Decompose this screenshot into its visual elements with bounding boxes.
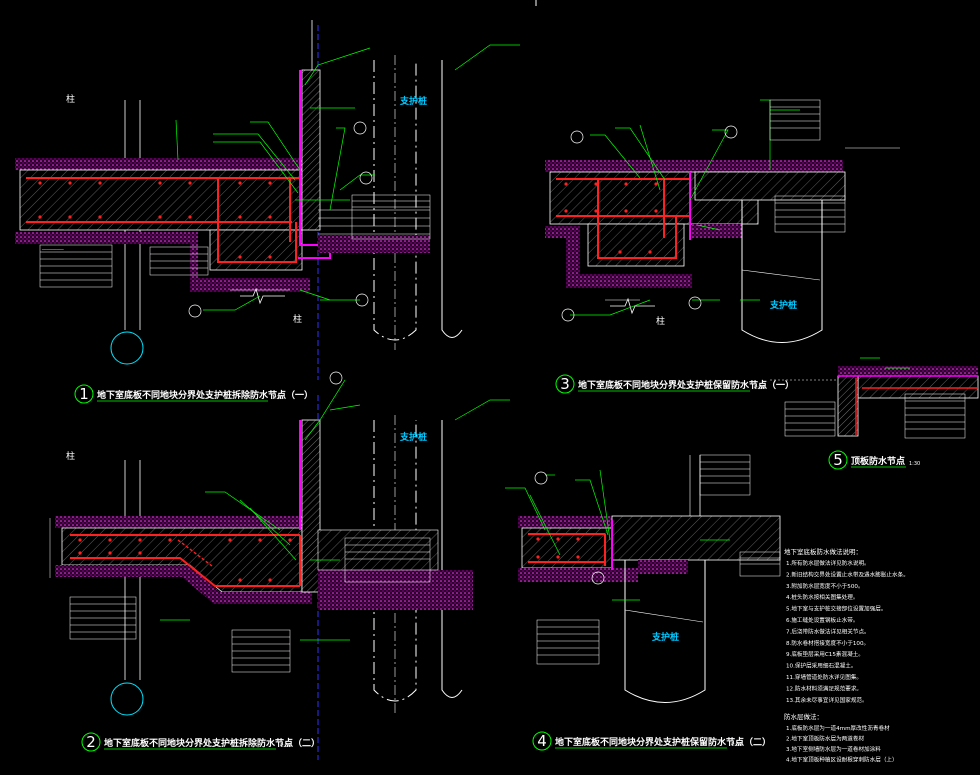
detail-1-small-marks: 柱 柱 支护桩 ───────── bbox=[41, 93, 427, 365]
notes-sub-item: 3.地下室侧墙防水层为一道卷材加涂料 bbox=[786, 745, 881, 753]
notes-item: 3.附加防水层宽度不小于500。 bbox=[786, 582, 864, 590]
detail-3-number: 3 bbox=[560, 375, 570, 393]
detail-2-title: 地下室底板不同地块分界处支护桩拆除防水节点（二） bbox=[104, 737, 320, 749]
detail-1-number: 1 bbox=[79, 385, 89, 403]
detail-5-title: 顶板防水节点 bbox=[851, 455, 905, 467]
notes-item: 4.桩头防水按相关图集处理。 bbox=[786, 593, 858, 601]
detail-2-column-label: 柱 bbox=[66, 450, 75, 462]
detail-4-title: 地下室底板不同地块分界处支护桩保留防水节点（二） bbox=[555, 736, 771, 748]
detail-5-number: 5 bbox=[833, 451, 843, 469]
detail-5-section bbox=[770, 357, 979, 437]
detail-2-leaders bbox=[160, 379, 510, 641]
notes-item: 7.后浇带防水做法详见相关节点。 bbox=[786, 627, 870, 635]
notes-item: 6.施工缝处设置钢板止水带。 bbox=[786, 616, 858, 624]
detail-1-title: 地下室底板不同地块分界处支护桩拆除防水节点（一） bbox=[97, 389, 313, 401]
detail-1-callout-tables bbox=[39, 194, 431, 288]
detail-3-leaders bbox=[570, 99, 800, 316]
svg-text:─────────: ───────── bbox=[41, 247, 64, 252]
detail-1-column-label-bottom: 柱 bbox=[293, 313, 302, 325]
detail-1-leaders bbox=[175, 44, 520, 311]
detail-3-title: 地下室底板不同地块分界处支护桩保留防水节点（一） bbox=[578, 379, 794, 391]
detail-1-scale: 1:30 bbox=[272, 395, 283, 401]
notes-heading: 地下室底板防水做法说明： bbox=[784, 547, 862, 556]
detail-2-number: 2 bbox=[86, 733, 96, 751]
detail-1-section bbox=[15, 20, 463, 380]
notes-sub-heading: 防水层做法： bbox=[784, 712, 823, 721]
detail-2-small-marks: 柱 支护桩 bbox=[66, 371, 427, 716]
detail-2-section bbox=[49, 395, 473, 760]
detail-3-section bbox=[545, 160, 846, 343]
notes-item: 10.保护层采用细石混凝土。 bbox=[786, 662, 856, 670]
detail-1-pile-label: 支护桩 bbox=[399, 95, 427, 107]
notes-sub-item: 1.底板防水层为一道4mm厚改性沥青卷材 bbox=[786, 724, 890, 732]
detail-3-callout-tables bbox=[769, 99, 900, 233]
notes-item: 8.防水卷材搭接宽度不小于100。 bbox=[786, 639, 869, 647]
detail-3-scale: 1:30 bbox=[754, 385, 765, 391]
detail-3-pile-label: 支护桩 bbox=[769, 299, 797, 311]
detail-5-callout-tables bbox=[784, 393, 966, 439]
notes-sub-item: 2.地下室顶板防水层为两道卷材 bbox=[786, 735, 864, 743]
detail-4-scale: 1:30 bbox=[731, 742, 742, 748]
notes-item: 9.底板垫层采用C15素混凝土。 bbox=[786, 650, 864, 658]
detail-2-pile-label: 支护桩 bbox=[399, 431, 427, 443]
notes-item: 1.所有防水层做法详见防水说明。 bbox=[786, 559, 870, 567]
detail-2-callout-tables bbox=[69, 537, 431, 673]
detail-4-section bbox=[518, 455, 781, 703]
detail-3-small-marks: 柱 支护桩 bbox=[561, 125, 797, 327]
detail-1-column-label: 柱 bbox=[66, 93, 75, 105]
detail-4-small-marks: 支护桩 bbox=[534, 471, 679, 643]
notes-sub-item: 4.地下室顶板种植区设耐根穿刺防水层（上） bbox=[786, 756, 898, 764]
title-detail-2: 2 地下室底板不同地块分界处支护桩拆除防水节点（二） 1:30 bbox=[81, 732, 320, 752]
title-detail-5: 5 顶板防水节点 1:30 bbox=[828, 450, 920, 470]
title-detail-3: 3 地下室底板不同地块分界处支护桩保留防水节点（一） 1:30 bbox=[555, 374, 794, 394]
detail-4-pile-label: 支护桩 bbox=[651, 631, 679, 643]
detail-4-leaders bbox=[505, 469, 730, 601]
notes-item: 2.新旧结构交界处设置止水带及遇水膨胀止水条。 bbox=[786, 570, 909, 578]
detail-3-column-label: 柱 bbox=[656, 315, 665, 327]
detail-4-number: 4 bbox=[537, 732, 547, 750]
detail-5-scale: 1:30 bbox=[909, 461, 920, 467]
detail-4-callout-tables bbox=[536, 454, 781, 665]
notes-item: 12.防水材料须满足规范要求。 bbox=[786, 684, 862, 692]
title-detail-4: 4 地下室底板不同地块分界处支护桩保留防水节点（二） 1:30 bbox=[532, 731, 771, 751]
notes-item: 11.穿墙管道处防水详见图集。 bbox=[786, 673, 862, 681]
title-detail-1: 1 地下室底板不同地块分界处支护桩拆除防水节点（一） 1:30 bbox=[74, 384, 313, 404]
notes-item: 13.其余未尽事宜详见国家规范。 bbox=[786, 696, 868, 704]
notes-item: 5.地下室与支护桩交接部位设置加强层。 bbox=[786, 605, 886, 613]
detail-2-scale: 1:30 bbox=[280, 743, 291, 749]
notes-block: 地下室底板防水做法说明： 1.所有防水层做法详见防水说明。 2.新旧结构交界处设置… bbox=[784, 547, 909, 764]
